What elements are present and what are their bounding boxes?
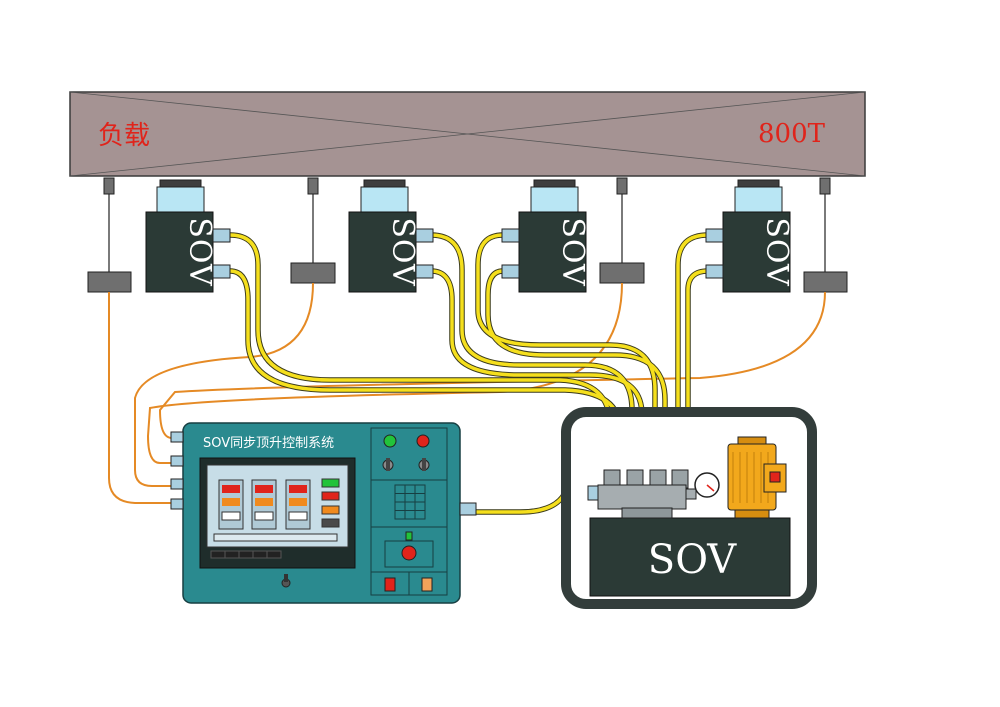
hmi-screen [199,457,356,569]
indicator-light [405,531,413,541]
displacement-sensor [87,177,132,293]
start-button[interactable] [383,434,397,448]
signal-cables [108,282,826,504]
toggle-switch[interactable] [418,458,430,471]
orange-button[interactable] [421,577,433,592]
key-switch[interactable] [281,574,291,588]
toggle-switch[interactable] [382,458,394,471]
jack-label: SOV [555,217,590,287]
displacement-sensors [87,177,848,293]
emergency-stop-button[interactable] [401,545,417,561]
hydraulic-hoses-inner [228,233,710,514]
hose-connector [459,502,477,516]
hydraulic-jack: SOV [501,179,590,293]
keypad[interactable] [394,484,426,520]
pressure-gauge-icon [694,472,720,498]
load-label: 负载 [98,121,150,151]
red-button[interactable] [384,577,396,592]
jack-label: SOV [385,217,420,287]
control-cabinet-title: SOV同步顶升控制系统 [203,436,334,451]
load-capacity: 800T [758,119,826,149]
cable-connectors [170,431,184,510]
electric-motor [727,436,787,519]
load-beam: 负载 800T [69,91,866,177]
hydraulic-jack: SOV [705,179,794,293]
valve-block [587,469,697,519]
displacement-sensor [290,177,336,284]
control-panel-right [370,427,448,596]
jack-label: SOV [182,217,217,287]
displacement-sensor [599,177,645,284]
displacement-sensor [803,177,848,293]
jack-label: SOV [759,217,794,287]
control-cabinet: SOV同步顶升控制系统 [170,422,477,604]
stop-button[interactable] [416,434,430,448]
pump-station-label: SOV [648,537,737,583]
hydraulic-jack: SOV [348,179,434,293]
pump-station: SOV [561,407,817,609]
hydraulic-jack: SOV [145,179,231,293]
